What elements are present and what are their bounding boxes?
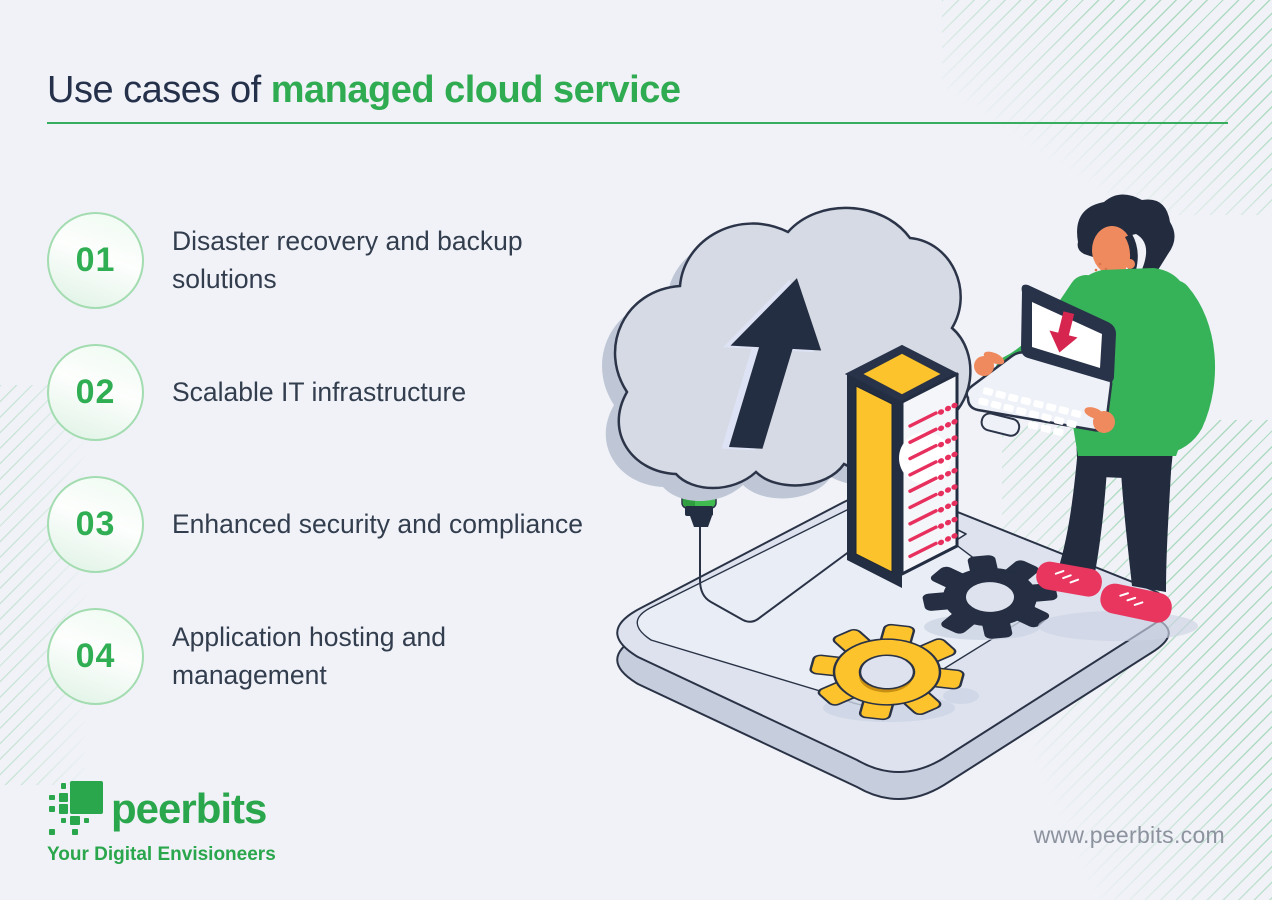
number-badge: 04 (47, 608, 144, 705)
server-rack-icon (844, 344, 961, 588)
brand-block: peerbits Your Digital Envisioneers (47, 781, 276, 866)
page-title: Use cases of managed cloud service (47, 69, 681, 112)
title-divider (47, 122, 1228, 124)
managed-cloud-illustration (580, 180, 1260, 820)
number-badge: 01 (47, 212, 144, 309)
gear-icon-dark (922, 555, 1058, 640)
number-badge: 03 (47, 476, 144, 573)
gear-icon-yellow (809, 623, 979, 722)
shoe (1100, 583, 1172, 623)
brand-tagline: Your Digital Envisioneers (47, 844, 276, 865)
person-with-laptop (965, 194, 1216, 641)
list-item: 01 Disaster recovery and backup solution… (47, 212, 592, 309)
shoe (1036, 561, 1102, 597)
use-case-label: Application hosting and management (172, 621, 447, 690)
peerbits-logo-icon (47, 781, 103, 837)
laptop (965, 284, 1116, 437)
use-case-label: Scalable IT infrastructure (172, 376, 467, 407)
title-highlight: managed cloud service (270, 69, 681, 112)
use-case-label: Disaster recovery and backup solutions (172, 225, 523, 294)
list-item: 03 Enhanced security and compliance (47, 476, 592, 573)
upload-arrow-icon (721, 278, 822, 451)
list-item: 04 Application hosting and management (47, 608, 592, 705)
cloud-wire (699, 525, 851, 623)
trackpad (980, 412, 1021, 437)
laptop-download-arrow-icon (1049, 311, 1078, 353)
number-badge: 02 (47, 344, 144, 441)
title-prefix: Use cases of (47, 69, 271, 112)
website-url: www.peerbits.com (1033, 822, 1225, 848)
list-item: 02 Scalable IT infrastructure (47, 344, 592, 441)
brand-name: peerbits (111, 785, 267, 832)
use-case-list: 01 Disaster recovery and backup solution… (47, 212, 592, 740)
use-case-label: Enhanced security and compliance (172, 508, 583, 539)
